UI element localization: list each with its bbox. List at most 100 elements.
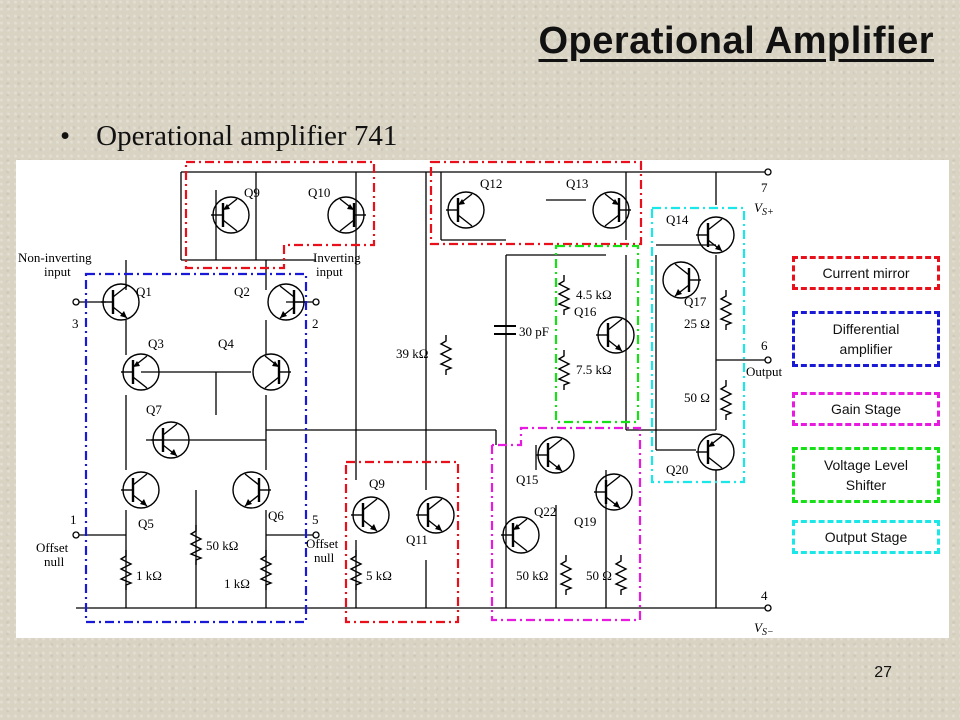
resistor-7-5k [558,349,570,391]
label-q11: Q11 [406,532,428,547]
legend-current-mirror: Current mirror [792,256,940,290]
label-r-25: 25 Ω [684,316,710,331]
transistor-q20 [694,432,736,472]
label-q22: Q22 [534,504,556,519]
resistor-50k-q22 [560,554,572,596]
outline-current-mirror-q12-q13 [429,160,643,246]
label-r-50-q19: 50 Ω [586,568,612,583]
label-vs-minus: VS− [754,620,774,638]
transistor-q14 [694,215,736,255]
transistor-q13 [591,190,633,230]
op-amp-741-schematic: Q9 Q10 Q1 Q2 Q3 Q4 Q7 Q5 Q6 Q9 Q11 Q12 Q… [18,160,783,638]
transistor-q1 [99,282,141,322]
wiring [76,171,768,609]
resistor-50-out [720,379,732,421]
label-q3: Q3 [148,336,164,351]
resistor-39k [440,334,452,376]
bullet-dot: • [60,120,71,152]
label-pin-6: 6 [761,338,768,353]
resistor-25 [720,289,732,331]
label-q13: Q13 [566,176,588,191]
label-r-1k-left: 1 kΩ [136,568,162,583]
label-r-50-out: 50 Ω [684,390,710,405]
outline-gain-stage [490,426,642,622]
label-inv-2: input [316,264,343,279]
bullet-text: Operational amplifier 741 [96,120,398,152]
label-r-39k: 39 kΩ [396,346,428,361]
outline-differential-amplifier [84,272,308,624]
label-q19: Q19 [574,514,596,529]
label-offset-left-2: null [44,554,65,569]
label-r-5k: 5 kΩ [366,568,392,583]
label-q10: Q9 [369,476,385,491]
resistor-4-5k [558,274,570,316]
label-q4: Q4 [218,336,234,351]
label-q6: Q6 [268,508,284,523]
label-offset-right-2: null [314,550,335,565]
transistor-q17 [661,260,703,300]
legend-gain-stage: Gain Stage [792,392,940,426]
label-pin-3: 3 [72,316,79,331]
legend-label: Gain Stage [830,401,902,417]
label-output: Output [746,364,783,379]
label-vs-plus: VS+ [754,200,774,218]
label-q5: Q5 [138,516,154,531]
transistor-q4 [251,352,293,392]
legend-output-stage: Output Stage [792,520,940,554]
label-r-1k-right: 1 kΩ [224,576,250,591]
label-q8: Q9 [244,185,260,200]
label-inv-1: Inverting [313,250,361,265]
label-capacitor: 30 pF [519,324,549,339]
label-q2: Q2 [234,284,250,299]
stage-outlines [84,160,746,624]
transistor-q6 [231,470,273,510]
label-q12: Q12 [480,176,502,191]
legend-label: Voltage Level [823,457,909,473]
label-q20: Q20 [666,462,688,477]
transistor-q12 [444,190,486,230]
capacitor [494,325,516,335]
label-offset-left-1: Offset [36,540,69,555]
legend-label: Output Stage [824,529,908,545]
label-r-50k-q22: 50 kΩ [516,568,548,583]
bullet-item: • Operational amplifier 741 [60,120,397,153]
transistor-q10 [349,495,391,535]
label-r-50k: 50 kΩ [206,538,238,553]
label-noninv-1: Non-inverting [18,250,92,265]
transistor-q22 [499,515,541,555]
label-noninv-2: input [44,264,71,279]
label-pin-4: 4 [761,588,768,603]
transistor-q8 [209,195,251,235]
terminals [72,168,772,612]
transistor-q11 [414,495,456,535]
legend-label: Current mirror [822,265,910,281]
page-number: 27 [874,664,892,681]
legend-label-line2: Shifter [845,477,887,493]
transistor-q19 [592,472,634,512]
transistor-q9 [326,195,368,235]
label-q9: Q10 [308,185,330,200]
outline-output-stage [650,206,746,484]
outline-current-mirror-q8-q9 [184,160,376,270]
label-pin-5: 5 [312,512,319,527]
transistor-q5 [119,470,161,510]
label-r-7-5k: 7.5 kΩ [576,362,612,377]
legend-label: Differential [832,321,900,337]
label-q16: Q16 [574,304,597,319]
label-pin-7: 7 [761,180,768,195]
resistor-50-q19 [615,554,627,596]
transistor-q16 [594,315,636,355]
label-q14: Q14 [666,212,689,227]
component-labels: Q9 Q10 Q1 Q2 Q3 Q4 Q7 Q5 Q6 Q9 Q11 Q12 Q… [18,176,783,638]
label-q17: Q17 [684,294,707,309]
label-r-4-5k: 4.5 kΩ [576,287,612,302]
label-offset-right-1: Offset [306,536,339,551]
label-q15: Q15 [516,472,538,487]
label-pin-2: 2 [312,316,319,331]
outline-current-mirror-q10-q11 [344,460,460,624]
transistor-q15 [534,435,576,475]
label-q1: Q1 [136,284,152,299]
label-pin-1: 1 [70,512,77,527]
